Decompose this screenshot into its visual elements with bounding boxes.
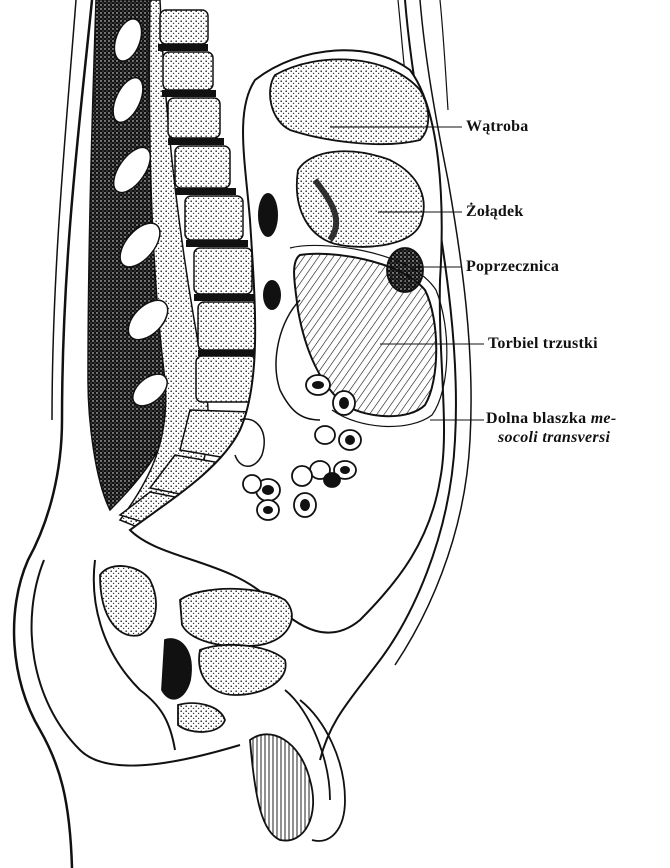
label-dolna-blaszka: Dolna blaszka me- socoli transversi: [486, 409, 666, 447]
vessel-lower: [263, 280, 281, 310]
label-dolna-line2-italic: socoli transversi: [486, 429, 610, 446]
vessel-upper: [258, 193, 278, 237]
label-dolna-line1: Dolna blaszka: [486, 410, 586, 427]
label-watroba: Wątroba: [466, 118, 528, 136]
label-zoladek: Żołądek: [466, 203, 523, 221]
label-poprzecznica: Poprzecznica: [466, 258, 559, 276]
label-torbiel-trzustki: Torbiel trzustki: [488, 335, 598, 353]
label-dolna-line1-italic: me-: [591, 410, 617, 427]
